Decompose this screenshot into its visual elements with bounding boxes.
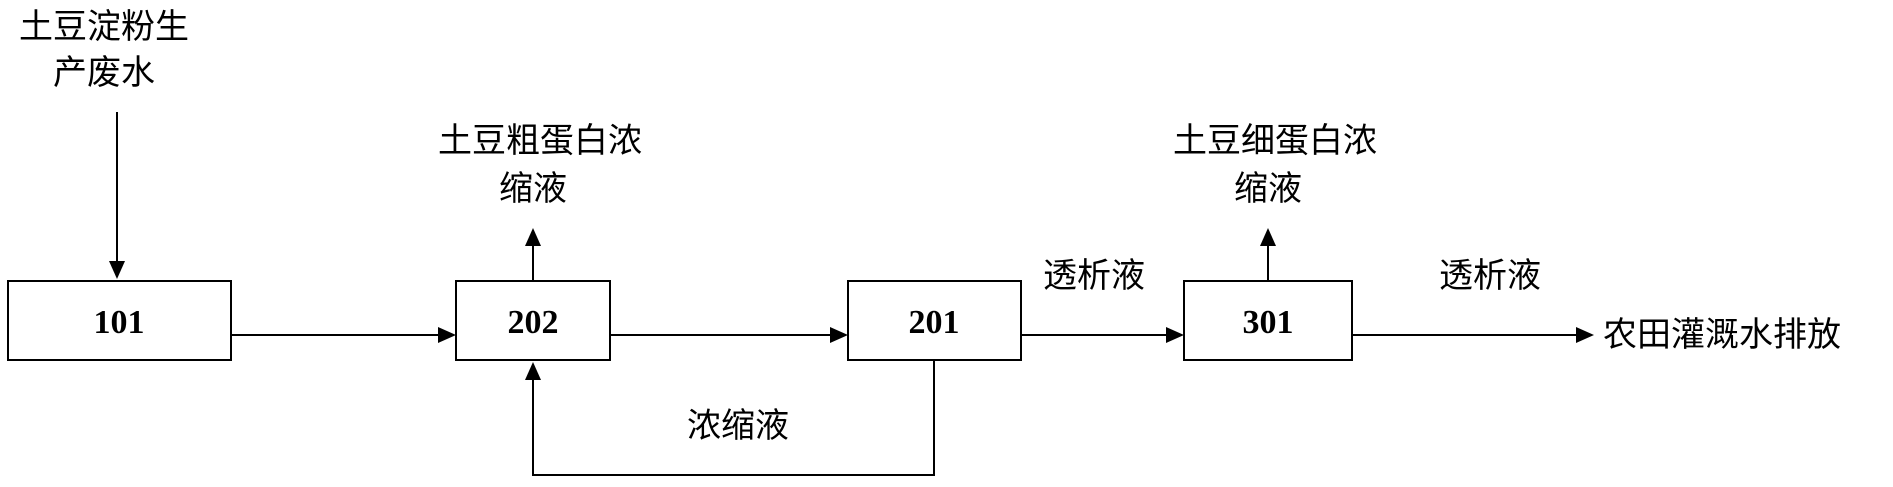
unit-202-label: 202 — [508, 304, 559, 341]
arrow-201-recycle-to-202 — [525, 360, 935, 476]
concentrate-recycle-label: 浓缩液 — [687, 406, 789, 446]
dialysate-label-1: 透析液 — [1043, 256, 1145, 296]
coarse-protein-label-line1: 土豆粗蛋白浓 — [438, 121, 642, 161]
coarse-protein-label-line2: 缩液 — [499, 169, 567, 209]
arrow-source-to-101 — [109, 112, 125, 279]
source-label-line1: 土豆淀粉生 — [19, 7, 189, 47]
arrow-202-to-201 — [610, 327, 848, 343]
unit-201-label: 201 — [909, 304, 960, 341]
source-label-line2: 产废水 — [53, 53, 155, 93]
arrow-201-to-301 — [1021, 327, 1184, 343]
fine-protein-label-line1: 土豆细蛋白浓 — [1173, 121, 1377, 161]
arrow-301-to-discharge — [1352, 327, 1594, 343]
unit-box-201: 201 — [847, 280, 1022, 361]
unit-box-202: 202 — [455, 280, 611, 361]
unit-101-label: 101 — [94, 304, 145, 341]
unit-box-101: 101 — [7, 280, 232, 361]
fine-protein-label-line2: 缩液 — [1234, 169, 1302, 209]
arrow-301-to-fine-protein — [1260, 228, 1276, 281]
arrow-202-to-coarse-protein — [525, 228, 541, 281]
unit-box-301: 301 — [1183, 280, 1353, 361]
arrow-101-to-202 — [231, 327, 456, 343]
discharge-label: 农田灌溉水排放 — [1603, 315, 1841, 355]
dialysate-label-2: 透析液 — [1439, 256, 1541, 296]
unit-301-label: 301 — [1243, 304, 1294, 341]
